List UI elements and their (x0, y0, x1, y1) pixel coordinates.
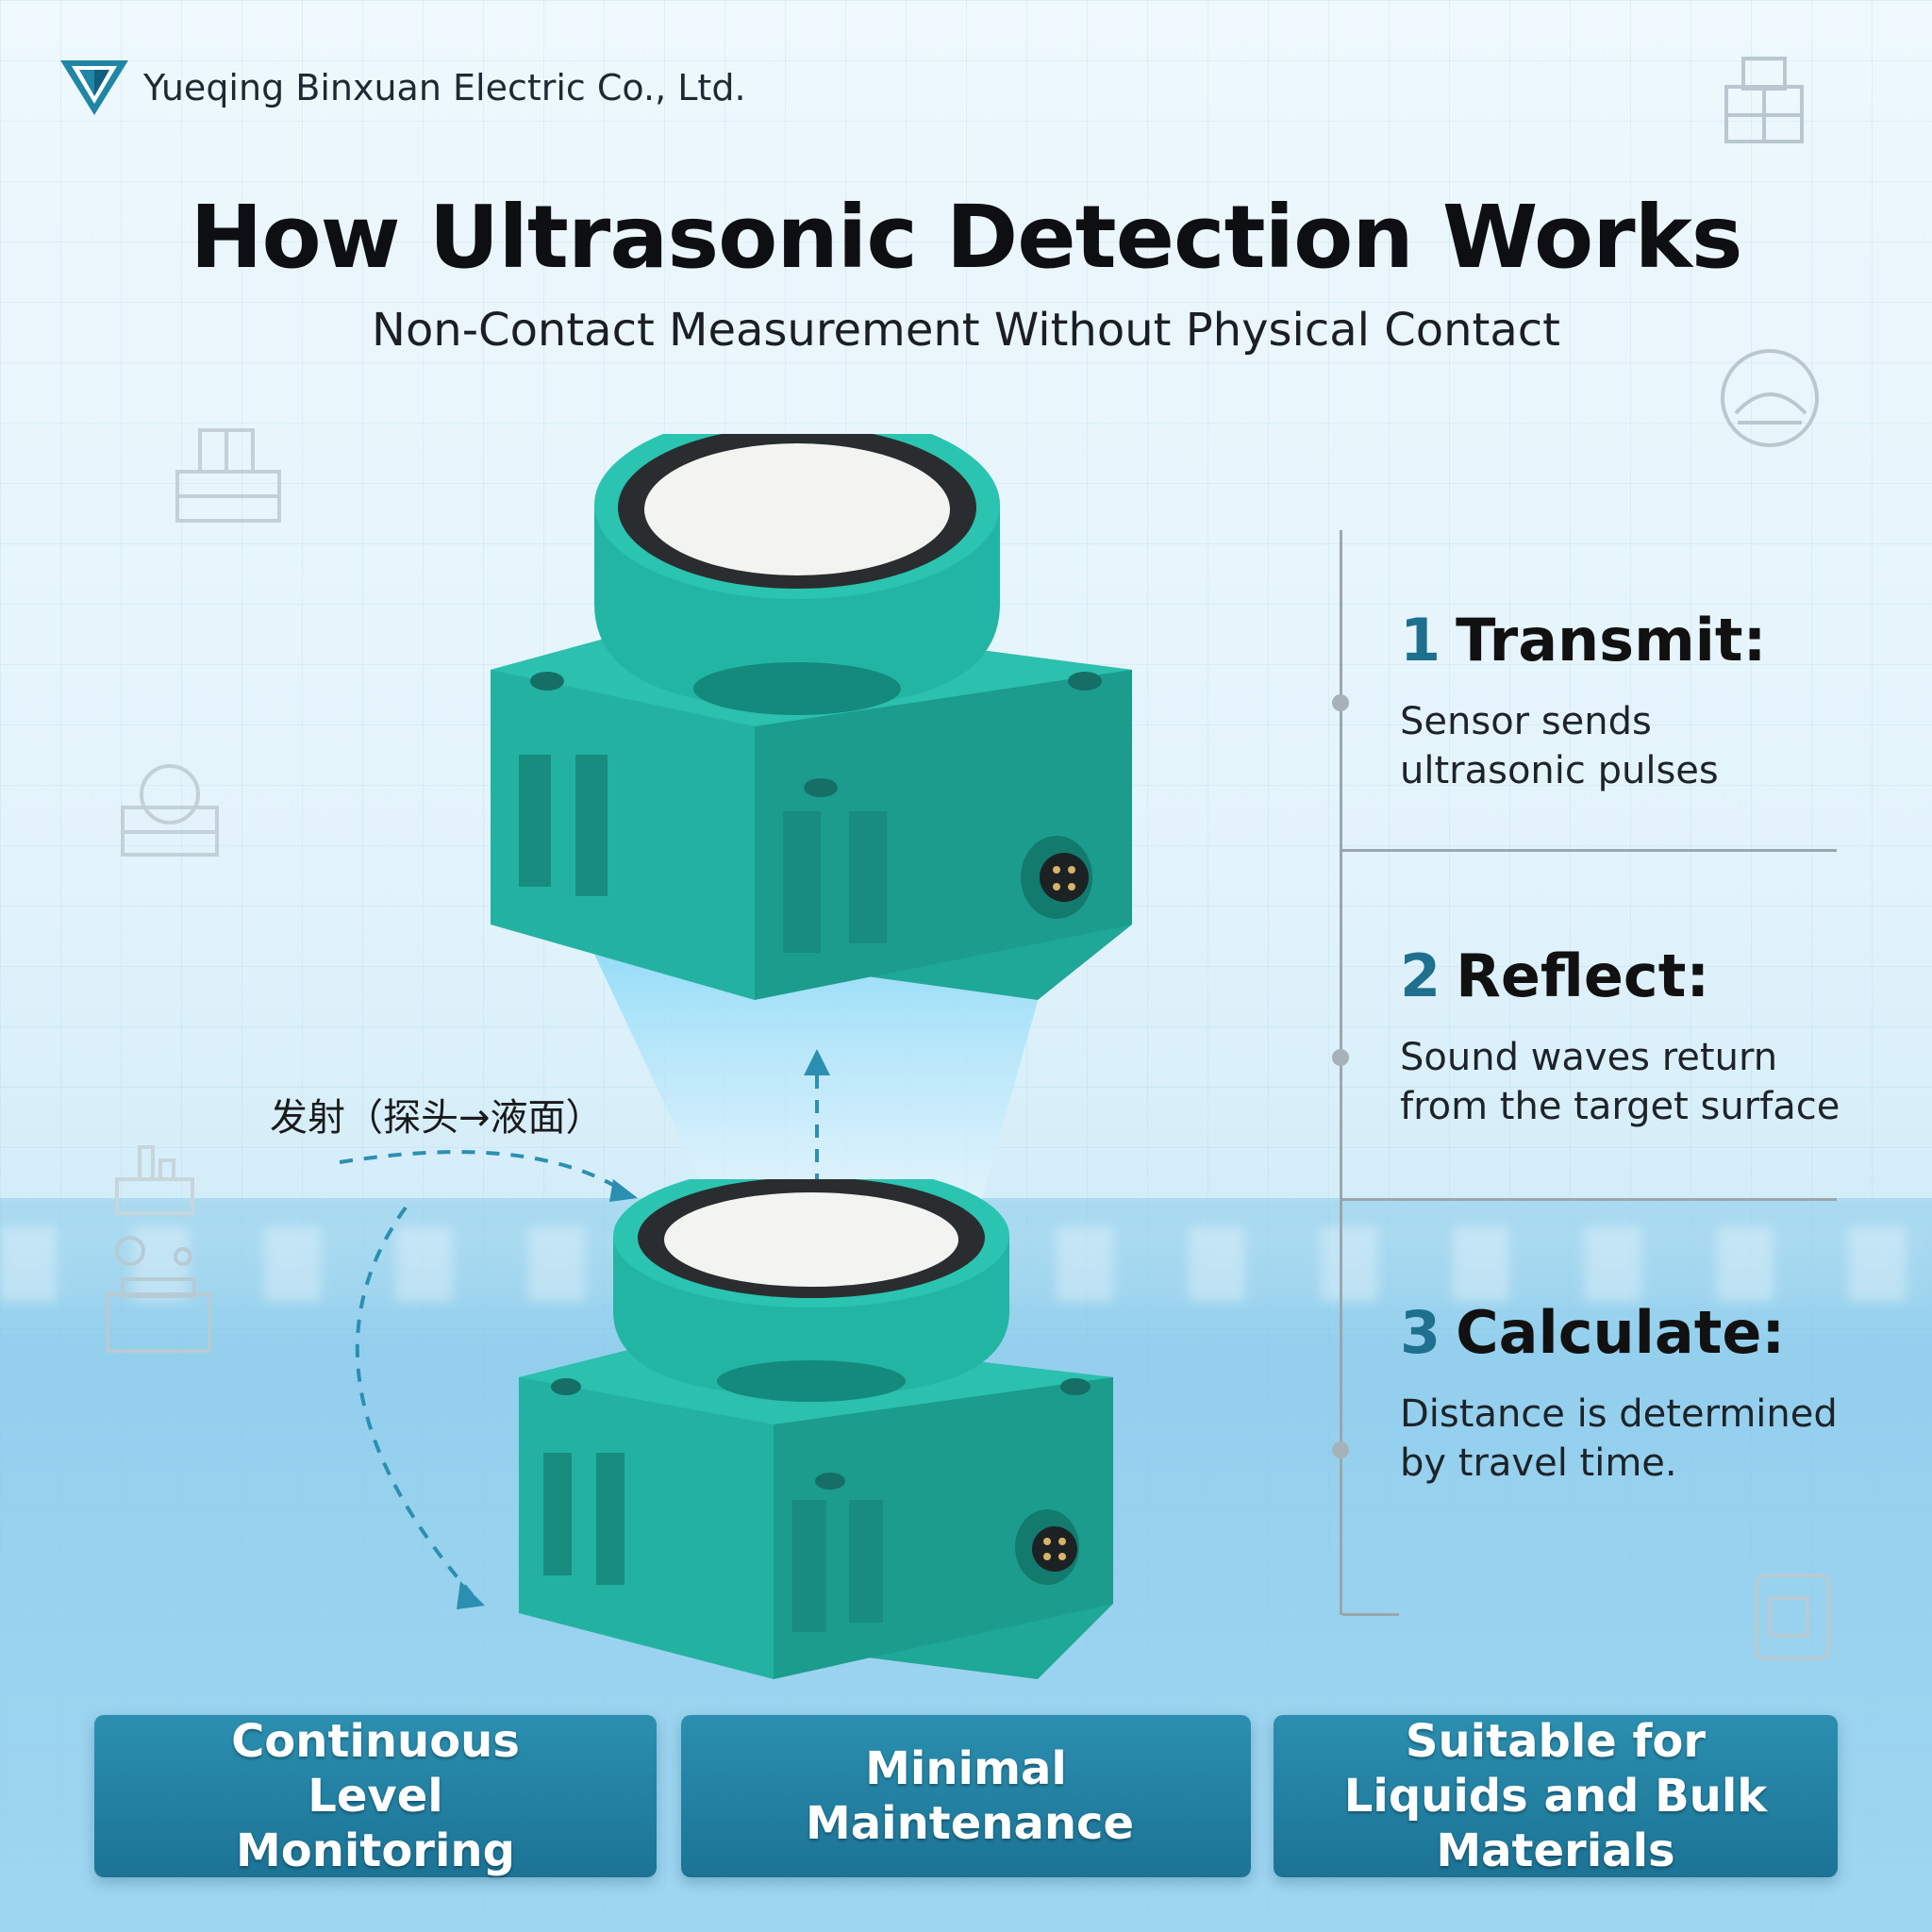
step-number: 3 (1400, 1298, 1441, 1367)
step-name: Transmit: (1456, 606, 1767, 675)
step-number: 1 (1400, 606, 1441, 675)
brand-header: Yueqing Binxuan Electric Co., Ltd. (58, 57, 746, 119)
transmit-label: 发射（探头→液面） (270, 1096, 604, 1140)
feature-label: Continuous Level Monitoring (231, 1715, 520, 1877)
company-name: Yueqing Binxuan Electric Co., Ltd. (143, 67, 746, 108)
step-name: Calculate: (1456, 1298, 1786, 1367)
page-title: How Ultrasonic Detection Works (190, 187, 1742, 288)
step-description: Sensor sends ultrasonic pulses (1400, 700, 1719, 792)
timeline-dot (1332, 1049, 1349, 1066)
step-description: Sound waves return from the target surfa… (1400, 1036, 1840, 1128)
step-description: Distance is determined by travel time. (1400, 1392, 1838, 1485)
step-divider (1342, 1613, 1399, 1616)
feature-continuous-monitoring: Continuous Level Monitoring (94, 1715, 657, 1877)
machine-outline-icon (1724, 57, 1804, 143)
feature-minimal-maintenance: Minimal Maintenance (681, 1715, 1251, 1877)
feature-liquids-bulk: Suitable for Liquids and Bulk Materials (1274, 1715, 1838, 1877)
step-name: Reflect: (1456, 941, 1710, 1010)
machine-outline-icon (175, 428, 281, 523)
feature-label: Minimal Maintenance (806, 1742, 1135, 1850)
step-divider (1342, 849, 1837, 852)
timeline-dot (1332, 694, 1349, 711)
steps-timeline (1340, 530, 1342, 1615)
timeline-dot (1332, 1441, 1349, 1458)
upper-sensor (491, 434, 1132, 1000)
tank-outline-icon (115, 1145, 194, 1215)
page-subtitle: Non-Contact Measurement Without Physical… (372, 304, 1560, 357)
feature-label: Suitable for Liquids and Bulk Materials (1343, 1715, 1768, 1877)
step-number: 2 (1400, 941, 1441, 1010)
tank-outline-icon (1721, 349, 1819, 447)
logo-icon (60, 60, 128, 115)
lower-sensor (519, 1179, 1113, 1679)
step-divider (1342, 1198, 1837, 1201)
machine-outline-icon (121, 764, 219, 857)
machine-outline-icon (1755, 1574, 1830, 1660)
machine-outline-icon (106, 1236, 211, 1353)
